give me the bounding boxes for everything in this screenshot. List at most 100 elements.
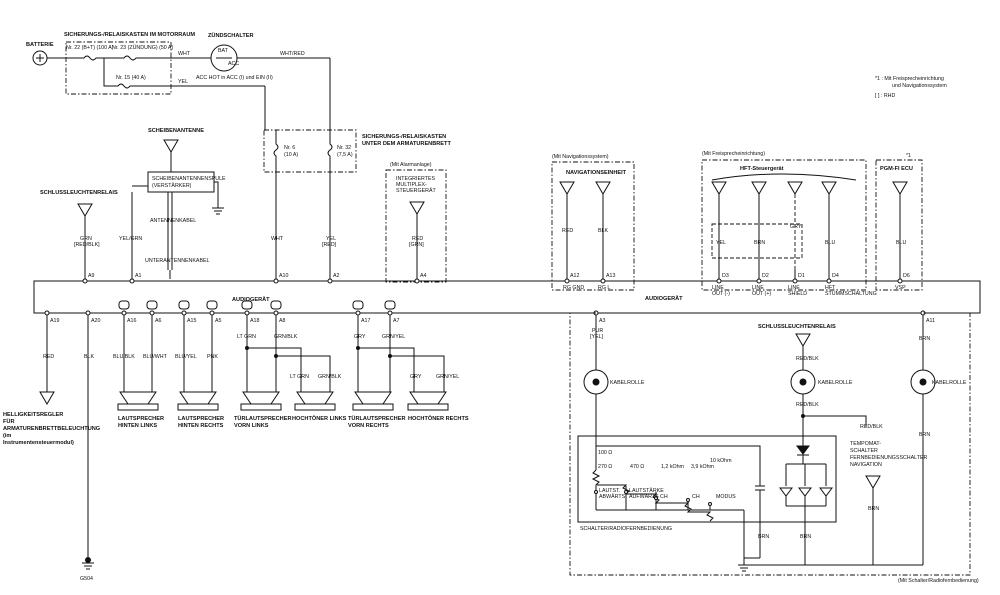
speaker-front-left xyxy=(240,391,282,411)
grnblk-label-2: GRN/BLK xyxy=(318,374,342,380)
speaker-connectors xyxy=(118,300,396,310)
tvl-label1: TÜRLAUTSPRECHER xyxy=(234,415,292,422)
antenna-triangle xyxy=(163,139,179,153)
brn-label-switch: BRN xyxy=(758,534,769,540)
dash-fuse-box-label: SICHERUNGS-/RELAISKASTEN xyxy=(362,134,446,140)
red-rhd-label: [RED] xyxy=(322,242,337,248)
bottom-pins xyxy=(44,310,926,316)
brightness-label3: ARMATURENBRETTBELEUCHTUNG xyxy=(3,426,100,432)
pin-a4: A4 xyxy=(420,273,427,279)
grn-rhd-label: [GRN] xyxy=(409,242,424,248)
ignition-switch-label: ZÜNDSCHALTER xyxy=(208,32,254,39)
acc-hot-label: ACC HOT in ACC (I) und EIN (II) xyxy=(196,75,273,81)
multiplex-label3: STEUERGERÄT xyxy=(396,187,436,194)
bat-label: BAT xyxy=(218,48,229,54)
top-pins xyxy=(82,278,903,284)
redblk-label-2: RED/BLK xyxy=(796,402,819,408)
pin-a11: A11 xyxy=(926,318,935,324)
ground-symbol-coil xyxy=(212,207,224,215)
audio-unit-box xyxy=(33,280,981,314)
brightness-label4: (im xyxy=(3,433,11,439)
grnyel-label: GRN/YEL xyxy=(382,334,405,340)
pin-a17: A17 xyxy=(361,318,370,324)
grnyel-label-2: GRN/YEL xyxy=(436,374,459,380)
speaker-rear-left xyxy=(117,391,159,411)
pin-a12: A12 xyxy=(570,273,579,279)
red-label-bright: RED xyxy=(43,354,54,360)
kabelrolle-label-2: KABELROLLE xyxy=(818,380,853,386)
tvl-label2: VORN LINKS xyxy=(234,423,269,429)
blk-label-ground: BLK xyxy=(84,354,94,360)
pin-a2: A2 xyxy=(333,273,340,279)
speaker-rear-right xyxy=(177,391,219,411)
hft-note: (Mit Freisprecheinrichtung) xyxy=(702,151,765,157)
pnk-label: PNK xyxy=(207,354,218,360)
antenna-coil-label2: (VERSTÄRKER) xyxy=(152,182,192,189)
pin-a5: A5 xyxy=(215,318,222,324)
multiplex-label1: INTEGRIERTES xyxy=(396,176,436,182)
grn-label: GRN xyxy=(80,236,92,242)
ground-symbol-switch xyxy=(738,564,750,572)
pin-a3: A3 xyxy=(599,318,606,324)
tweeter-left xyxy=(294,391,336,411)
hft-triangle-1 xyxy=(711,181,727,195)
lsp-hr-label1: LAUTSPRECHER xyxy=(178,416,224,422)
gry-label-hft: GRY xyxy=(790,224,802,230)
speaker-front-right xyxy=(352,391,394,411)
ch-plus-label: CH xyxy=(692,494,700,500)
tempomat-triangle xyxy=(865,475,881,489)
yel-label-upper: YEL xyxy=(326,236,336,242)
dash-fuse-box xyxy=(263,129,357,173)
pin-d6: D6 xyxy=(903,273,910,279)
pin-a15: A15 xyxy=(187,318,196,324)
tempomat-label3: FERNBEDIENUNGSSCHALTER xyxy=(850,455,927,461)
brightness-label5: Instrumentensteuermodul) xyxy=(3,440,74,446)
scheibenantenne-label: SCHEIBENANTENNE xyxy=(148,128,204,134)
antennenkabel-label: ANTENNENKABEL xyxy=(150,218,196,224)
note-2: [ ] : RHD xyxy=(875,93,895,99)
blu-label-pgm: BLU xyxy=(896,240,906,246)
pgm-star: *1 xyxy=(906,153,911,159)
pgm-label: PGM-FI ECU xyxy=(880,166,913,172)
bluyel-label: BLU/YEL xyxy=(175,354,197,360)
fuse32 xyxy=(327,130,333,172)
switch-contacts xyxy=(594,490,712,506)
whtred-label: WHT/RED xyxy=(280,51,305,57)
yelgrn-label: YEL/GRN xyxy=(119,236,142,242)
lsp-hr-label2: HINTEN RECHTS xyxy=(178,423,224,429)
brn-label-led: BRN xyxy=(800,534,811,540)
battery-symbol xyxy=(32,50,48,66)
line-out-m-label2: OUT (-) xyxy=(712,291,730,297)
vol-down-label1: LAUTST. xyxy=(599,488,620,494)
diode xyxy=(796,445,810,455)
fuse23-label: Nr. 23 (ZÜNDUNG) (50 A) xyxy=(112,44,173,51)
note-1b: und Navigationssystem xyxy=(892,83,947,89)
fuse32-label: Nr. 32 xyxy=(337,145,351,151)
g504-label: G504 xyxy=(80,576,93,582)
r1k2-label: 1,2 kOhm xyxy=(661,464,685,470)
vol-up-label2: AUFWÄRTS xyxy=(629,493,659,500)
brightness-label2: FÜR xyxy=(3,418,15,425)
hft-label: HFT-Steuergerät xyxy=(740,166,784,172)
schalter-label: SCHALTER/RADIOFERNBEDIENUNG xyxy=(580,526,672,532)
yel-rhd-label: [YEL] xyxy=(590,334,603,340)
engine-fuse-box-label: SICHERUNGS-/RELAISKASTEN IM MOTORRAUM xyxy=(64,32,195,38)
antenna-coil-label: SCHEIBENANTENNENSPULE xyxy=(152,176,226,182)
tweeter-right xyxy=(407,391,449,411)
line-out-p-label2: OUT (+) xyxy=(752,291,771,297)
htl-label: HOCHTÖNER LINKS xyxy=(292,415,347,422)
blk-label-navi: BLK xyxy=(598,228,608,234)
vol-down-label2: ABWÄRTS xyxy=(599,493,626,500)
multiplex-triangle xyxy=(409,201,425,215)
line-shield-label: LINE xyxy=(788,285,800,291)
fuse6-amp: (10 A) xyxy=(284,152,298,158)
gry-label: GRY xyxy=(354,334,366,340)
alarm-note: (Mit Alarmanlage) xyxy=(390,162,432,168)
line-out-m-label: LINE xyxy=(712,285,724,291)
antenna-coil-box xyxy=(147,171,215,193)
hft-triangle-4 xyxy=(821,181,837,195)
pin-a19: A19 xyxy=(50,318,59,324)
lsp-hl-label1: LAUTSPRECHER xyxy=(118,416,164,422)
